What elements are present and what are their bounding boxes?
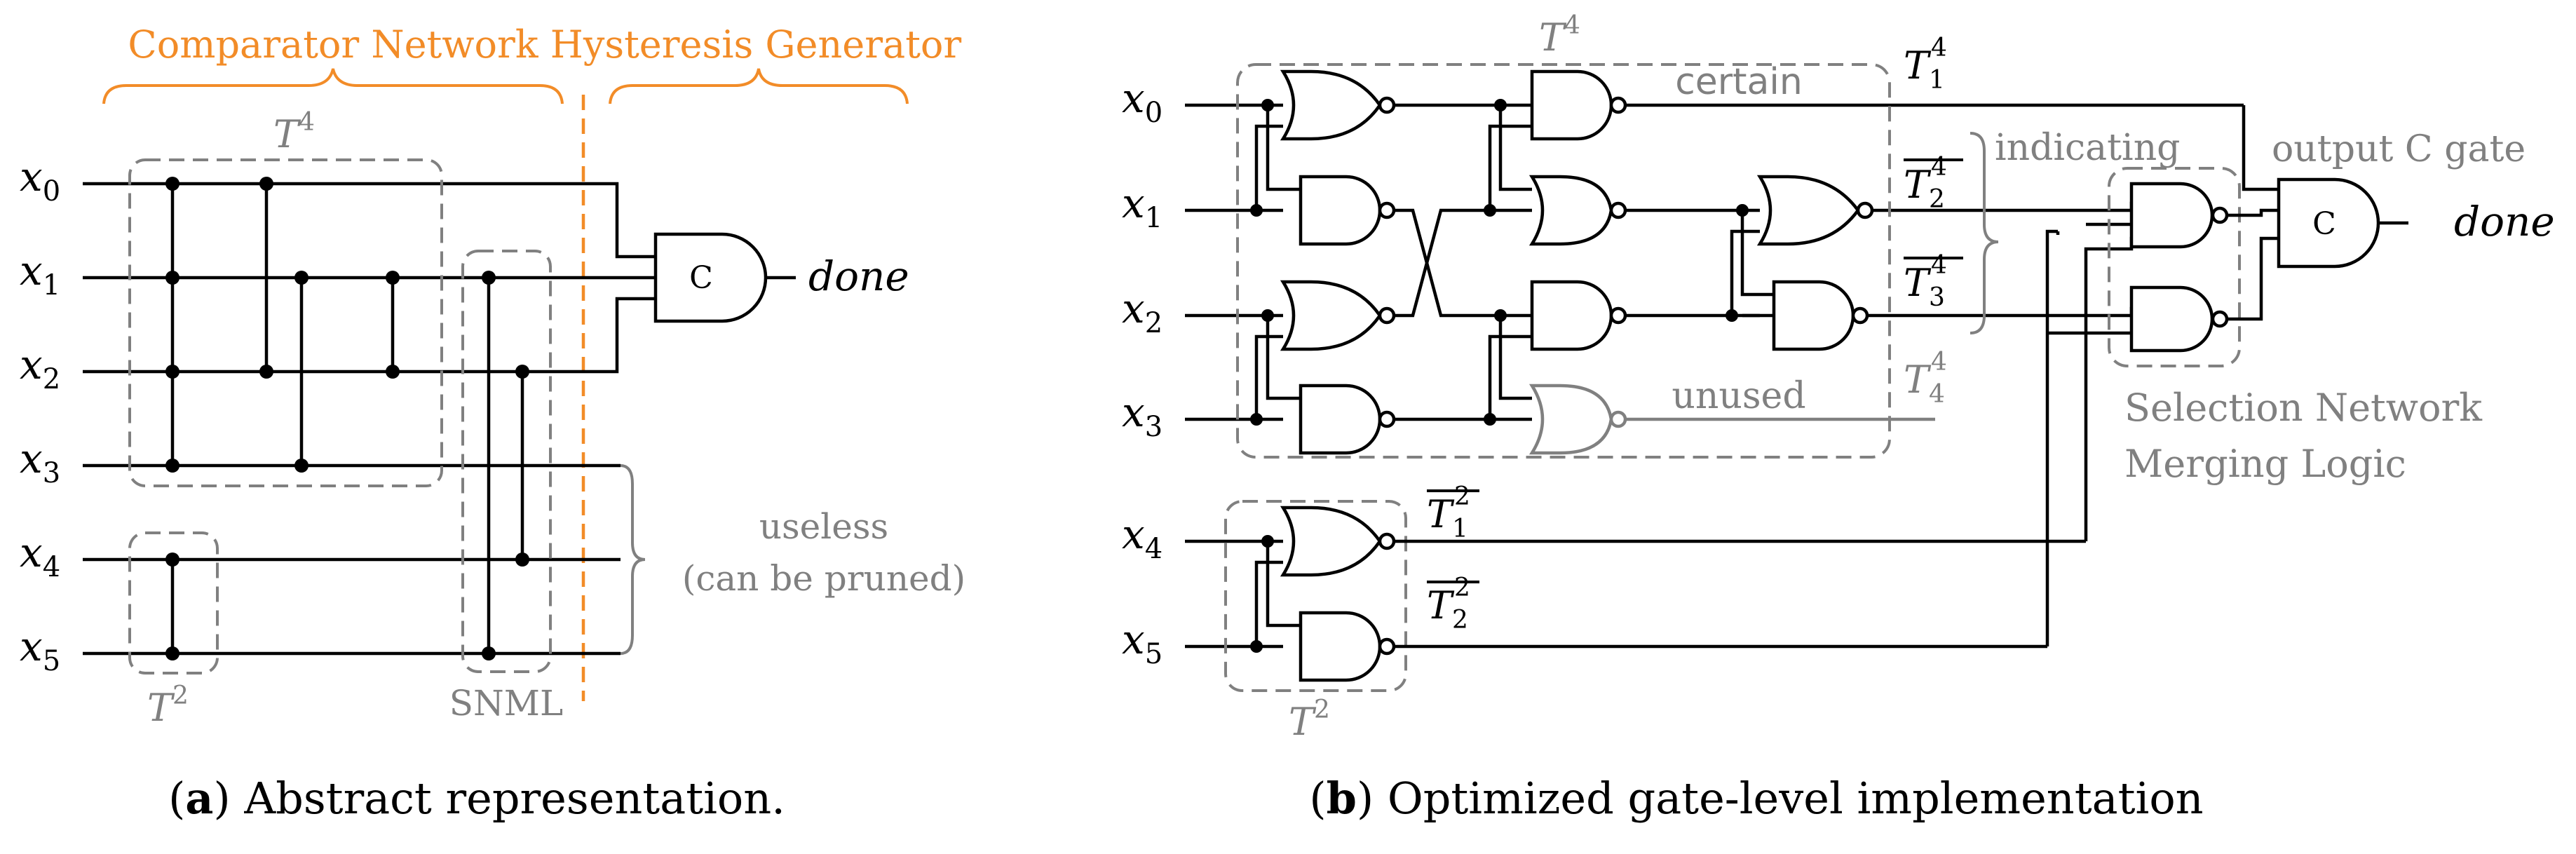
label-t1-2-bar: T12 (1427, 482, 1470, 543)
input-label-b-x4: x4 (1122, 510, 1162, 565)
input-label-x3: x3 (20, 435, 60, 489)
input-wires-b (1185, 99, 1301, 653)
input-label-b-x3: x3 (1122, 388, 1162, 443)
nor-gate-t2 (1280, 506, 1382, 577)
nor-gate-s1-1 (1280, 280, 1382, 351)
snml-box-a (461, 250, 552, 673)
caption-a: (a) Abstract representation. (168, 773, 785, 824)
t4-box-b (1236, 63, 1891, 459)
caption-b: (b) Optimized gate-level implementation (1309, 773, 2203, 824)
input-label-b-x0: x0 (1122, 74, 1162, 129)
nor-gate-s1-0 (1280, 69, 1382, 141)
c-gate-b (2277, 177, 2380, 269)
done-label-b: done (2454, 198, 2555, 245)
nand-gate-s2-0 (1530, 69, 1613, 141)
label-t2-2-bar: T22 (1427, 574, 1470, 635)
indicating-brace (1970, 132, 1999, 334)
wires-a (83, 182, 656, 656)
input-label-b-x1: x1 (1122, 179, 1162, 234)
input-label-x0: x0 (20, 153, 60, 208)
header-hysteresis-generator: Hysteresis Generator (550, 22, 962, 67)
t2-label-a: T2 (147, 682, 189, 730)
snml-label-line1: Selection Network (2124, 386, 2483, 430)
header-comparator-network: Comparator Network (128, 22, 538, 67)
stage2-gates-b (1528, 69, 1627, 455)
t2-label-b: T2 (1289, 696, 1330, 744)
nand-gate-s2-1 (1530, 280, 1613, 351)
brace-hysteresis-generator (609, 68, 909, 104)
input-label-x4: x4 (20, 529, 60, 583)
comparators-a (165, 177, 529, 660)
nand-merge-1 (2129, 285, 2214, 353)
input-label-b-x2: x2 (1122, 285, 1162, 339)
nor-gate-unused (1528, 384, 1613, 455)
certain-label: certain (1675, 61, 1803, 103)
panel-a: Comparator Network Hysteresis Generator … (20, 22, 965, 824)
label-t3-4-bar: T34 (1904, 251, 1947, 312)
nand-gate-t2 (1299, 611, 1382, 682)
label-t2-4-bar: T24 (1904, 153, 1947, 214)
nand-merge-0 (2129, 182, 2214, 249)
input-label-x1: x1 (20, 247, 60, 301)
snml-label-line2: Merging Logic (2124, 442, 2406, 486)
t4-box-a (128, 158, 443, 487)
snml-label-a: SNML (449, 683, 563, 724)
snml-box-b (2108, 167, 2241, 367)
c-gate-label-a: C (689, 260, 713, 296)
t4-label-b: T4 (1539, 11, 1580, 60)
nand-gate-s3 (1772, 280, 1855, 351)
nand-gate-s1-0 (1299, 175, 1382, 246)
done-label-a: done (808, 252, 909, 300)
stage1-gates-b (1280, 69, 1396, 682)
pruned-label: (can be pruned) (682, 558, 965, 599)
wire-x0-a (83, 182, 656, 259)
input-label-b-x5: x5 (1122, 616, 1162, 670)
t2-box-a (128, 531, 219, 675)
stage1-stage2-wires (1394, 99, 1532, 426)
t4-label-a: T4 (273, 108, 315, 156)
c-gate-a (653, 232, 768, 323)
panel-b: x0 x1 x2 x3 x4 x5 (1122, 11, 2555, 824)
wire-x2-a (83, 297, 656, 374)
nor-gate-s2-0 (1528, 175, 1613, 246)
output-c-gate-label: output C gate (2272, 128, 2526, 170)
input-label-x2: x2 (20, 341, 60, 395)
input-labels-b: x0 x1 x2 x3 x4 x5 (1122, 74, 1162, 670)
useless-label: useless (759, 506, 888, 547)
t2-box-b (1224, 500, 1407, 692)
nand-gate-s1-1 (1299, 384, 1382, 455)
brace-comparator-network (102, 68, 564, 104)
unused-label: unused (1672, 375, 1805, 417)
indicating-label: indicating (1995, 127, 2180, 169)
input-labels-a: x0 x1 x2 x3 x4 x5 (20, 153, 60, 677)
label-t4-4: T44 (1904, 348, 1947, 409)
useless-brace (620, 464, 646, 655)
label-t1-4: T14 (1904, 34, 1947, 95)
input-label-x5: x5 (20, 623, 60, 677)
nor-gate-s3 (1756, 175, 1860, 246)
c-gate-label-b: C (2312, 206, 2336, 242)
